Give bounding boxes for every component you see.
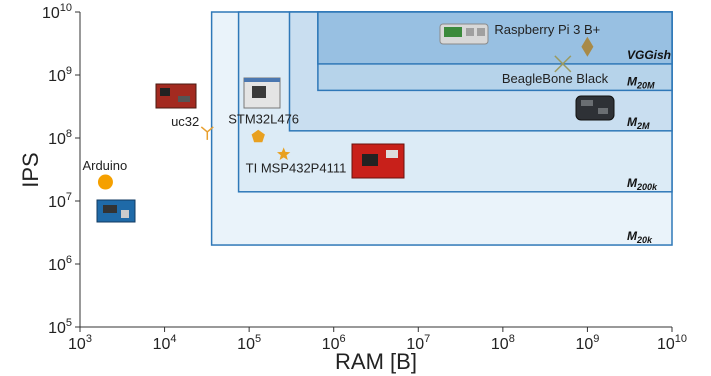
point-raspberry-pi-3-b	[581, 36, 594, 57]
tick-label: 108	[491, 333, 515, 353]
point-labels: Arduino uc32 STM32L476 TI MSP432P4111 Beagle…	[82, 22, 608, 176]
tick-label: 106	[48, 254, 72, 274]
ti-msp432-photo	[351, 143, 405, 179]
x-ticks: 103 104 105 106 107 108 109 1010	[68, 327, 687, 353]
region-label: M2M	[627, 115, 650, 131]
tick-label: 104	[153, 333, 177, 353]
point-beaglebone-black	[554, 55, 572, 73]
label-stm32l476: STM32L476	[228, 112, 299, 127]
point-arduino	[97, 174, 113, 190]
label-arduino: Arduino	[82, 158, 127, 173]
label-ti-msp432p4111: TI MSP432P4111	[246, 160, 347, 175]
tick-label: 107	[48, 191, 72, 211]
tick-label: 108	[48, 128, 72, 148]
tick-label: 103	[68, 333, 92, 353]
point-stm32l476	[251, 129, 265, 143]
tick-label: 105	[48, 317, 72, 337]
y-axis-label: IPS	[18, 152, 43, 187]
label-beaglebone-black: BeagleBone Black	[502, 71, 609, 86]
point-ti-msp432p4111	[277, 147, 291, 160]
region-5	[317, 11, 673, 65]
tick-label: 106	[322, 333, 346, 353]
tick-label: 105	[237, 333, 261, 353]
raspberry-pi-photo	[439, 23, 489, 45]
region-label: M20k	[627, 229, 653, 245]
uc32-photo	[155, 83, 197, 109]
label-raspberry-pi-3-b: Raspberry Pi 3 B+	[494, 22, 600, 37]
region-label: M200k	[627, 176, 658, 192]
tick-label: 1010	[657, 333, 687, 353]
beaglebone-photo	[575, 95, 615, 121]
tick-label: 109	[575, 333, 599, 353]
data-points	[97, 36, 594, 190]
stm32-photo	[243, 77, 281, 109]
tick-label: 109	[48, 65, 72, 85]
arduino-photo	[96, 199, 136, 223]
point-uc32	[200, 126, 214, 140]
x-axis-label: RAM [B]	[335, 349, 417, 374]
board-photos	[96, 23, 615, 223]
tick-label: 107	[406, 333, 430, 353]
y-ticks: 105 106 107 108 109 1010	[42, 2, 80, 337]
regions: M20k M200k M2M M20M VGGish	[210, 11, 673, 246]
region-label: VGGish	[627, 48, 671, 62]
label-uc32: uc32	[171, 114, 199, 129]
region-label: M20M	[627, 74, 655, 90]
tick-label: 1010	[42, 2, 72, 22]
